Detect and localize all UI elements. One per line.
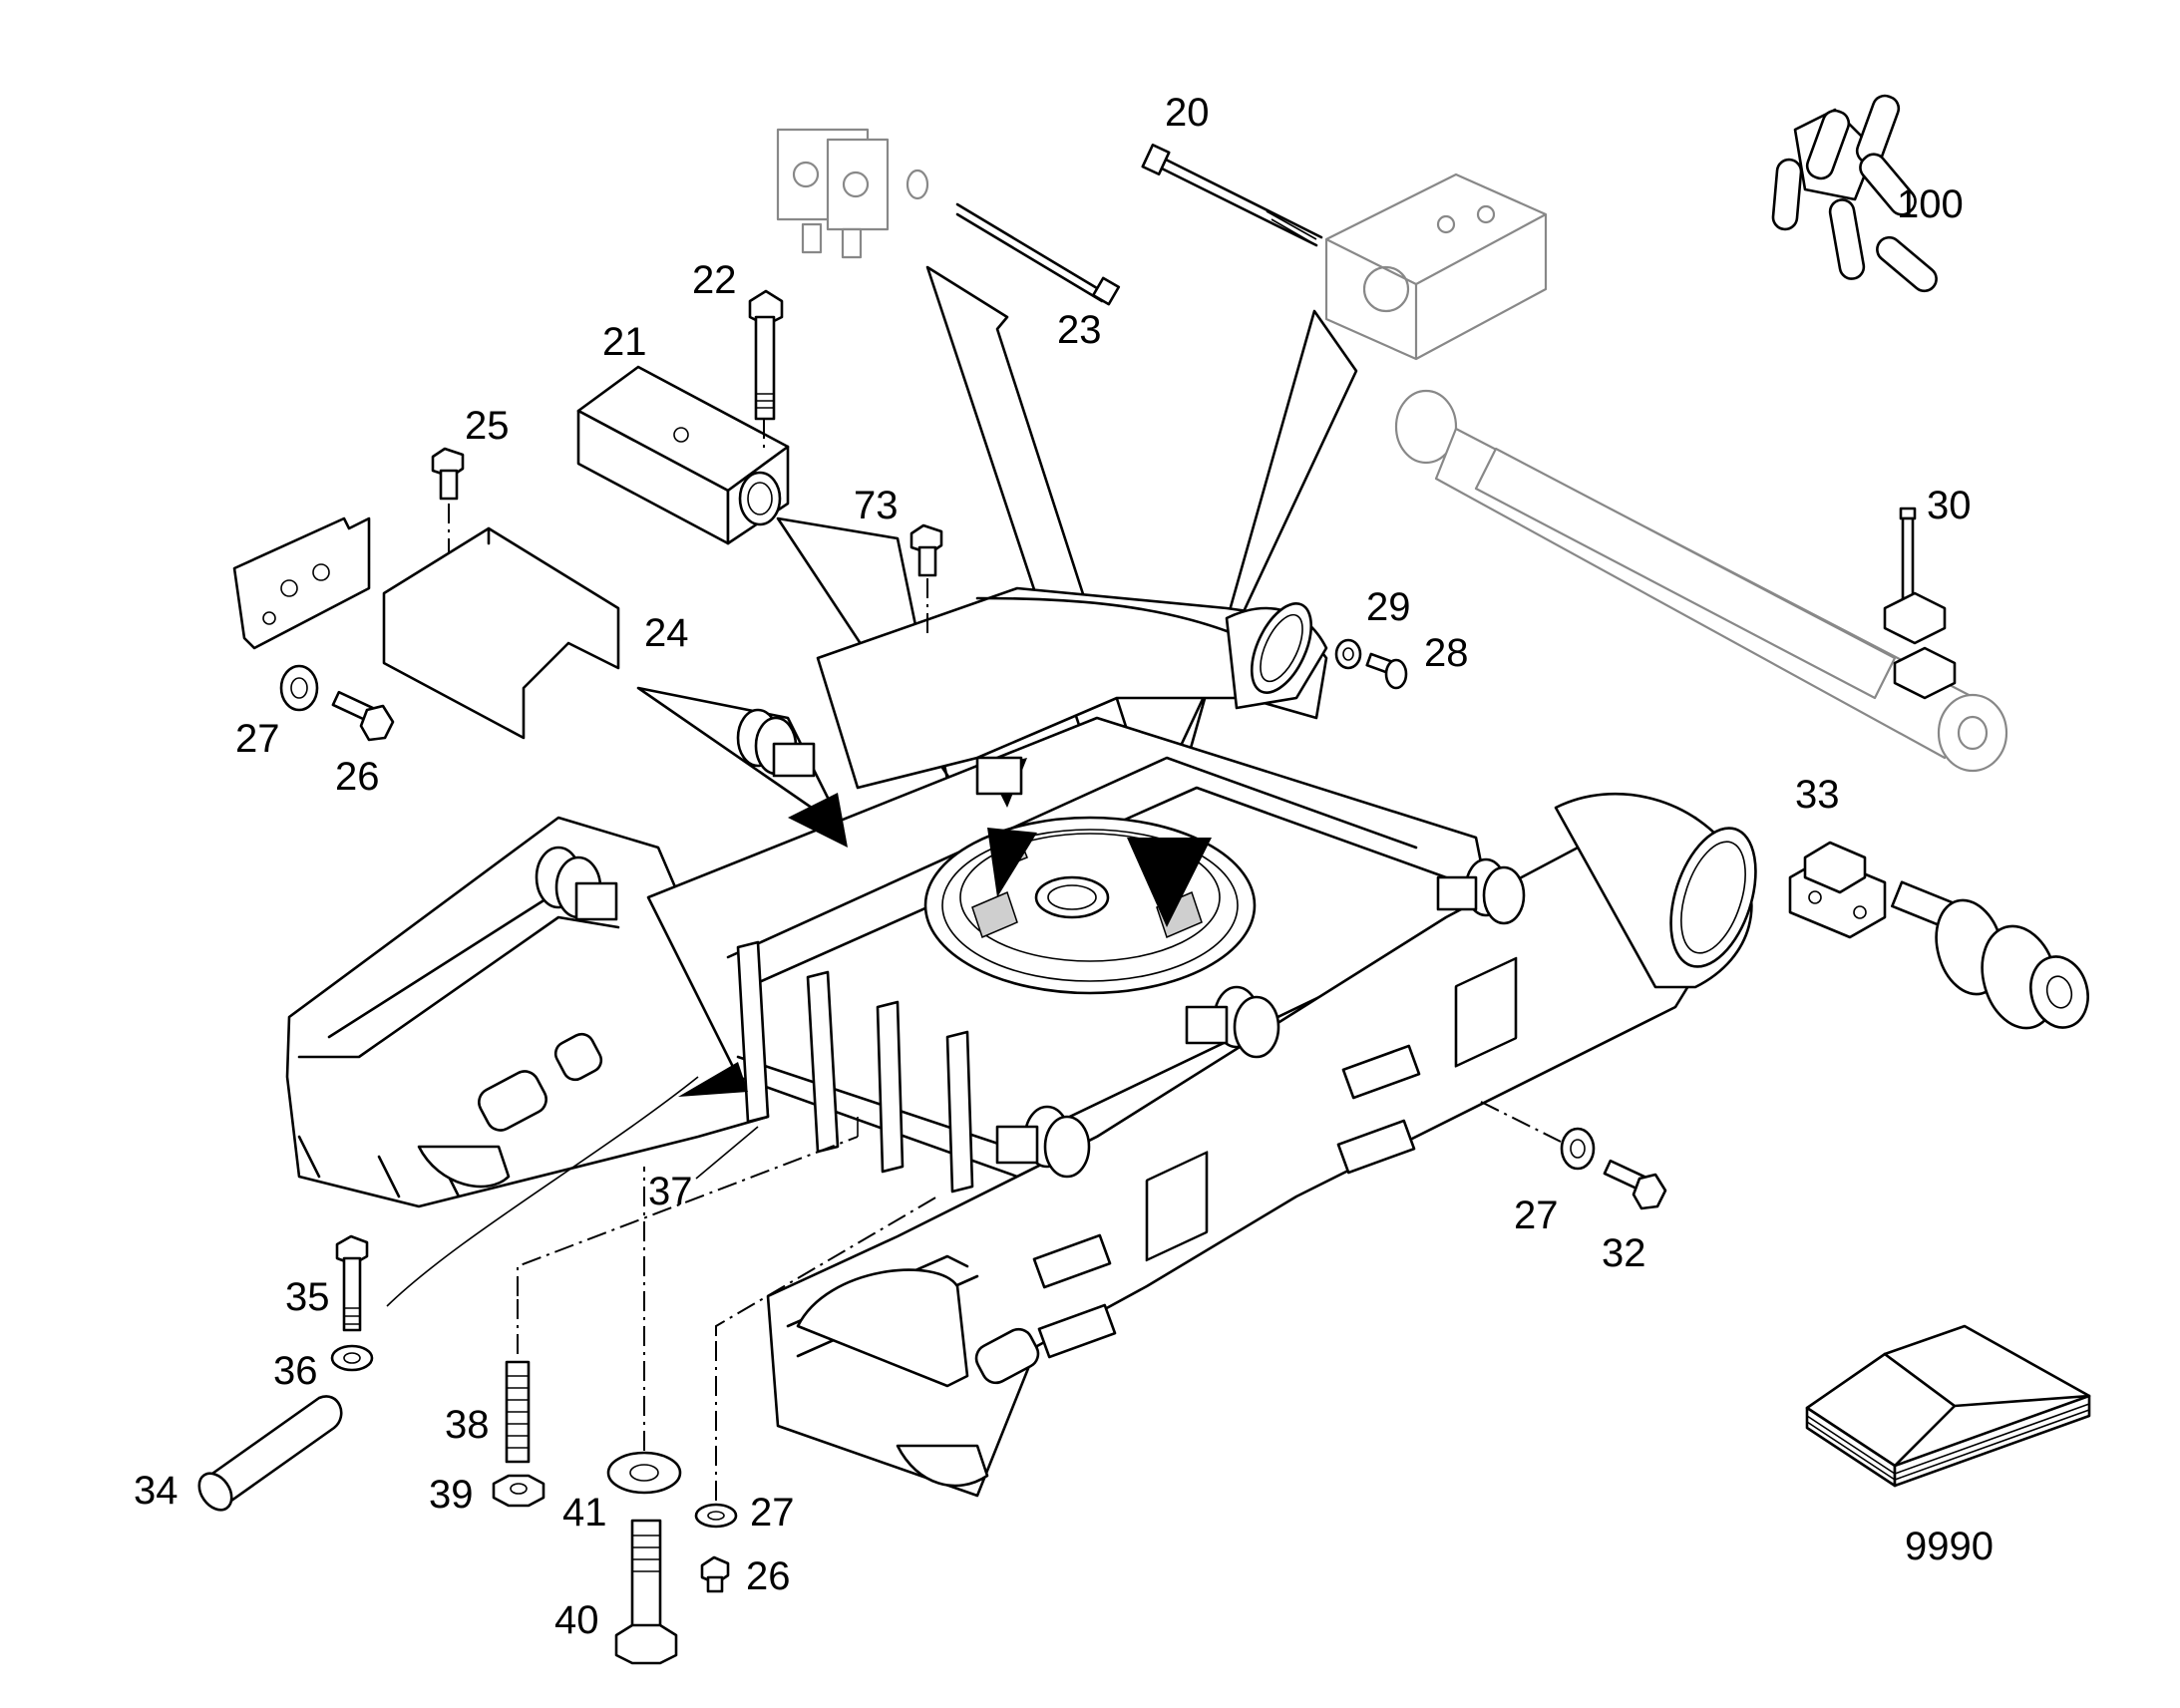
manual-book-icon xyxy=(1805,1324,2091,1488)
track-roller xyxy=(1891,880,2089,1030)
hydraulic-cylinder-ghost xyxy=(1394,389,2008,773)
washer-36 xyxy=(330,1344,374,1372)
callout-labels: 20 100 22 23 21 25 30 73 29 28 24 27 26 … xyxy=(134,91,1994,1642)
bolt-32 xyxy=(1603,1159,1667,1210)
bolt-22 xyxy=(748,289,784,421)
callout-24: 24 xyxy=(644,611,689,655)
callout-27-bottom: 27 xyxy=(750,1491,795,1535)
plate xyxy=(232,516,371,650)
callout-23: 23 xyxy=(1057,308,1102,352)
washer-41 xyxy=(606,1167,682,1495)
valve-block-ghost xyxy=(776,128,1121,306)
bolt-26-bottom xyxy=(700,1555,730,1593)
callout-37: 37 xyxy=(648,1170,693,1213)
pointer-arrow-left xyxy=(788,793,848,848)
callout-26-bottom: 26 xyxy=(746,1554,791,1598)
callout-20: 20 xyxy=(1165,91,1210,135)
screw-28 xyxy=(1365,652,1408,690)
hose-assembly-100 xyxy=(1771,94,1938,293)
callout-39: 39 xyxy=(429,1473,474,1517)
callout-38: 38 xyxy=(445,1403,490,1447)
callout-27-left: 27 xyxy=(235,717,280,761)
nut-39 xyxy=(492,1474,545,1508)
callout-32: 32 xyxy=(1602,1231,1646,1275)
callout-9990: 9990 xyxy=(1905,1525,1994,1568)
bolt-20 xyxy=(1141,144,1323,247)
callout-36: 36 xyxy=(273,1349,318,1393)
leader-lines xyxy=(386,1076,938,1336)
callout-40: 40 xyxy=(554,1598,599,1642)
pointer-arrow-center-left xyxy=(987,828,1037,897)
callout-28: 28 xyxy=(1424,631,1469,675)
callout-25: 25 xyxy=(465,404,510,448)
bracket-33 xyxy=(1788,841,1887,939)
callout-34: 34 xyxy=(134,1469,179,1513)
track-rollers xyxy=(535,708,1526,1179)
callout-73: 73 xyxy=(854,484,899,527)
bolt-30 xyxy=(1883,507,1957,700)
callout-41: 41 xyxy=(562,1491,607,1535)
bolt-40 xyxy=(614,1519,678,1665)
callout-100: 100 xyxy=(1897,182,1964,226)
control-valve-ghost xyxy=(1324,172,1548,361)
callout-35: 35 xyxy=(285,1275,330,1319)
callout-33: 33 xyxy=(1795,773,1840,817)
callout-29: 29 xyxy=(1366,585,1411,629)
bolt-25 xyxy=(431,447,465,573)
warning-decals xyxy=(1145,956,1518,1262)
cover-24 xyxy=(382,526,620,740)
block-21 xyxy=(576,365,790,545)
callout-22: 22 xyxy=(692,258,737,302)
washer-29 xyxy=(1334,638,1362,670)
step-mats xyxy=(1032,1044,1421,1359)
callout-21: 21 xyxy=(602,320,647,364)
bolt-35 xyxy=(335,1234,369,1332)
washer-27-left xyxy=(279,664,319,712)
pointer-arrow-frame xyxy=(678,1062,748,1097)
callout-27-right: 27 xyxy=(1514,1194,1559,1237)
callout-30: 30 xyxy=(1927,484,1972,527)
washer-27-bottom xyxy=(694,1336,738,1529)
washer-27-right xyxy=(1480,1101,1596,1171)
pointer-arrow-right xyxy=(1127,838,1212,927)
stud-38 xyxy=(505,1296,531,1464)
bolt-73 xyxy=(909,523,943,638)
callout-26-left: 26 xyxy=(335,755,380,799)
pipe-34 xyxy=(197,1395,343,1512)
bolt-26-left xyxy=(331,690,395,742)
